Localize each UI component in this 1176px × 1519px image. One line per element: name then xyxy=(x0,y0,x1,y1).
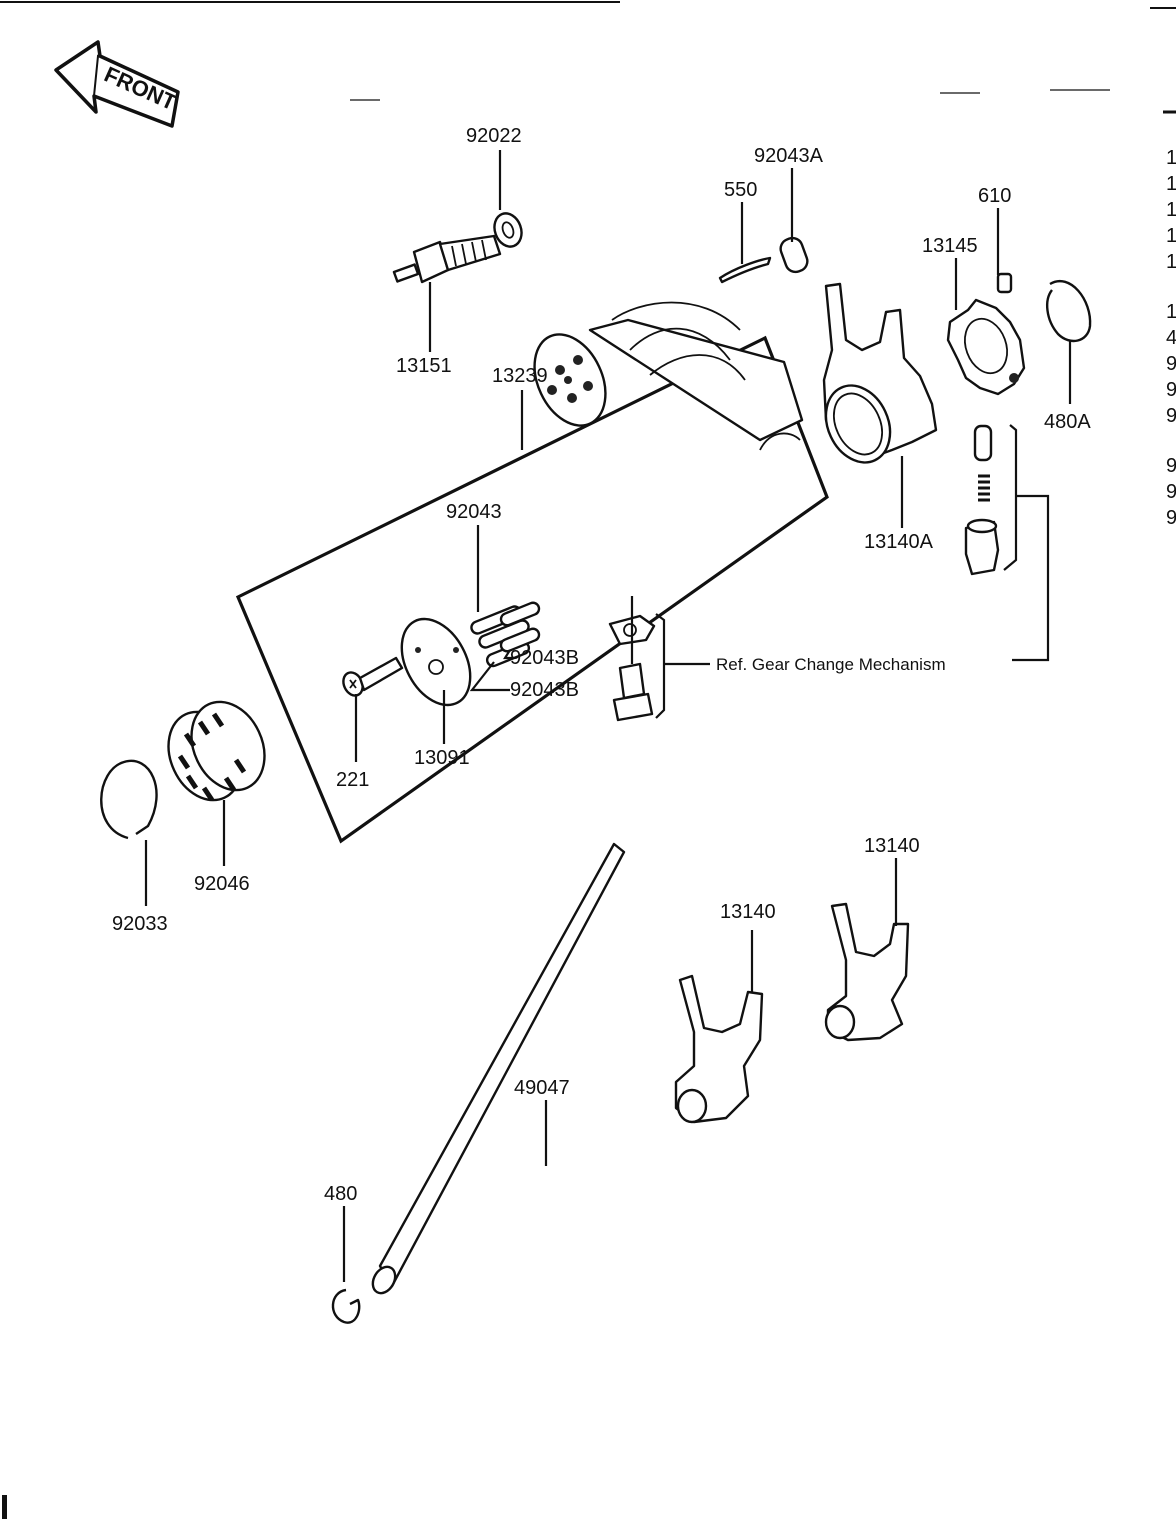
edge-fragment: 1 xyxy=(1166,147,1176,169)
washer-part xyxy=(493,212,523,248)
label-221: 221 xyxy=(336,769,369,791)
label-610: 610 xyxy=(978,185,1011,207)
detent-pin-part xyxy=(964,424,1000,576)
label-480: 480 xyxy=(324,1183,357,1205)
shift-fork-a-part xyxy=(822,282,938,464)
edge-fragment: 9 xyxy=(1166,507,1176,529)
cam-part xyxy=(946,298,1026,396)
shift-rod-part xyxy=(371,842,626,1295)
label-92043B-first: 92043B xyxy=(510,647,579,669)
needle-bearing-part xyxy=(167,700,266,802)
label-13140A: 13140A xyxy=(864,531,934,553)
label-92043B-second: 92043B xyxy=(510,679,579,701)
edge-fragment: 9 xyxy=(1166,481,1176,503)
label-92033: 92033 xyxy=(112,913,168,935)
edge-fragment: 1 xyxy=(1166,199,1176,221)
label-13145: 13145 xyxy=(922,235,978,257)
pins-part xyxy=(470,601,541,668)
circlip-part xyxy=(100,759,158,840)
label-13091: 13091 xyxy=(414,747,470,769)
label-92043: 92043 xyxy=(446,501,502,523)
pin-part xyxy=(779,236,809,274)
leader-ref-right xyxy=(1012,494,1050,662)
scan-edge-mark xyxy=(2,1495,7,1519)
front-arrow-icon: FRONT xyxy=(54,40,180,128)
edge-fragment: 1 xyxy=(1166,225,1176,247)
small-circlip-part xyxy=(331,1288,361,1324)
leader-92043B-1 xyxy=(503,649,512,660)
ball-part xyxy=(996,272,1013,294)
label-480A: 480A xyxy=(1044,411,1091,433)
edge-fragment: 1 xyxy=(1166,173,1176,195)
leader-92043B-2 xyxy=(469,661,510,692)
label-550: 550 xyxy=(724,179,757,201)
edge-fragment: 9 xyxy=(1166,455,1176,477)
label-13140-right: 13140 xyxy=(864,835,920,857)
cotter-pin-part xyxy=(718,256,772,284)
shift-fork-middle-part xyxy=(674,974,764,1124)
shift-drum-part xyxy=(533,301,804,451)
right-edge-fragments: 1 1 1 1 1 1 4 9 9 9 9 9 9 xyxy=(1166,147,1176,529)
bracket-left xyxy=(655,613,666,719)
circlip-a-part xyxy=(1046,280,1092,343)
reference-note: Ref. Gear Change Mechanism xyxy=(716,655,946,674)
label-13239: 13239 xyxy=(492,365,548,387)
label-92022: 92022 xyxy=(466,125,522,147)
edge-fragment: 1 xyxy=(1166,301,1176,323)
bracket-right xyxy=(1003,424,1018,571)
label-13140-middle: 13140 xyxy=(720,901,776,923)
shift-fork-right-part xyxy=(824,902,910,1042)
screw-part xyxy=(342,656,404,697)
label-92043A: 92043A xyxy=(754,145,824,167)
drum-plate-part xyxy=(400,617,472,707)
label-13151: 13151 xyxy=(396,355,452,377)
neutral-switch-part xyxy=(392,234,502,284)
edge-fragment: 9 xyxy=(1166,379,1176,401)
edge-fragment: 1 xyxy=(1166,251,1176,273)
edge-fragment: 9 xyxy=(1166,405,1176,427)
edge-fragment: 4 xyxy=(1166,327,1176,349)
edge-fragment: 9 xyxy=(1166,353,1176,375)
label-49047: 49047 xyxy=(514,1077,570,1099)
label-92046: 92046 xyxy=(194,873,250,895)
